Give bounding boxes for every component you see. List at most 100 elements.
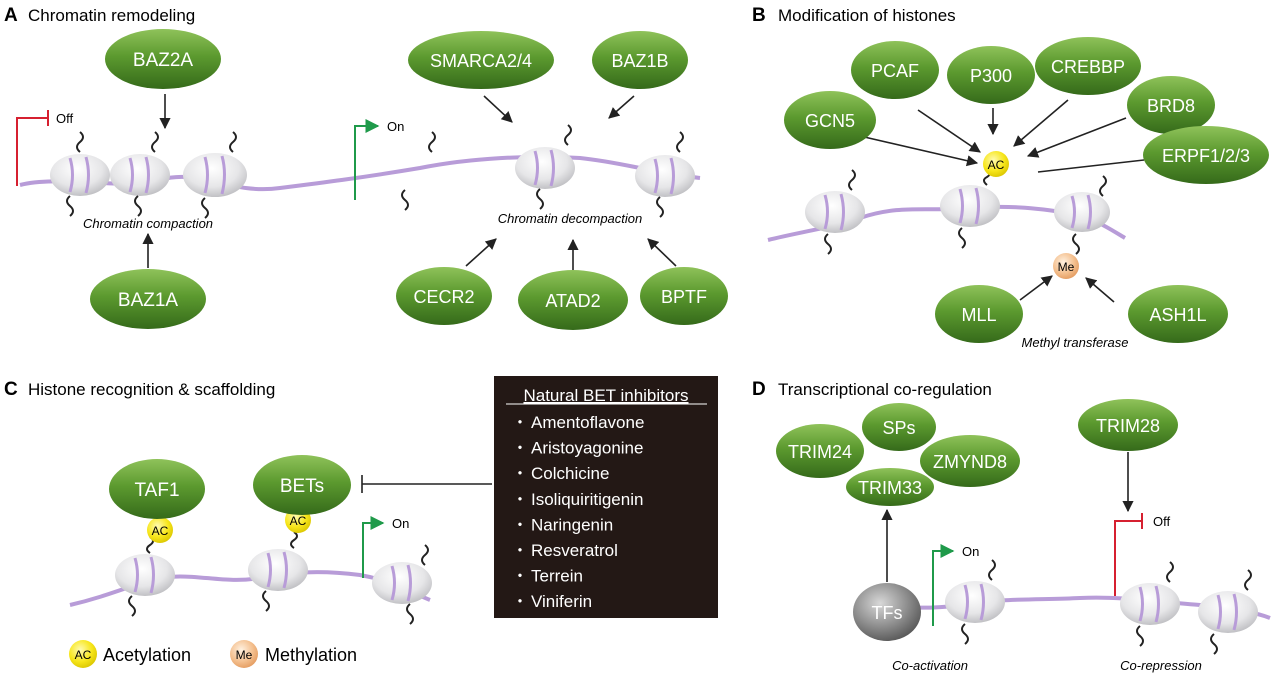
on-promoter xyxy=(932,544,955,626)
nucleosome xyxy=(1198,569,1258,655)
nucleosome xyxy=(805,169,865,255)
protein-smarca: SMARCA2/4 xyxy=(408,31,554,89)
methyl-badge-label: Me xyxy=(1058,260,1075,274)
arrow xyxy=(1085,277,1115,303)
protein-bets: BETs xyxy=(253,455,351,515)
corepression-label: Co-repression xyxy=(1120,658,1202,673)
acetyl-badge: AC xyxy=(147,517,173,543)
bet-inhibitor-bullet: ・ xyxy=(512,441,528,458)
nucleosome xyxy=(248,531,308,612)
bet-inhibitor-item: Terrein xyxy=(531,567,583,586)
on-label: On xyxy=(392,516,409,531)
panel-d-letter: D xyxy=(752,379,766,400)
nucleosome xyxy=(1120,561,1180,647)
protein-baz1b-label: BAZ1B xyxy=(611,51,668,71)
panel-b-letter: B xyxy=(752,5,766,26)
bet-inhibitor-bullet: ・ xyxy=(512,415,528,432)
protein-baz1a-label: BAZ1A xyxy=(118,290,179,311)
bet-inhibitor-item: Aristoyagonine xyxy=(531,439,643,458)
legend-me-badge: Me xyxy=(236,648,253,662)
protein-pcaf: PCAF xyxy=(851,41,939,99)
on-label: On xyxy=(962,544,979,559)
protein-bptf-label: BPTF xyxy=(661,287,707,307)
coactivation-label: Co-activation xyxy=(892,658,968,673)
protein-gcn5: GCN5 xyxy=(784,91,876,149)
compaction-label: Chromatin compaction xyxy=(83,216,213,231)
panel-c: C Histone recognition & scaffolding On A… xyxy=(4,376,718,625)
protein-ash1l: ASH1L xyxy=(1128,285,1228,343)
bet-inhibitor-item: Colchicine xyxy=(531,464,609,483)
nucleosome xyxy=(110,131,170,217)
protein-ash1l-label: ASH1L xyxy=(1149,305,1206,325)
off-label: Off xyxy=(1153,514,1170,529)
protein-baz1b: BAZ1B xyxy=(592,31,688,89)
transcription-factors: TFs xyxy=(853,583,921,641)
panel-b-title: Modification of histones xyxy=(778,6,956,25)
legend-ac-badge: AC xyxy=(75,648,92,662)
nucleosome xyxy=(1054,175,1110,255)
panel-d: D Transcriptional co-regulation TFs xyxy=(752,379,1271,673)
protein-zmynd8: ZMYND8 xyxy=(920,435,1020,487)
bet-inhibitor-bullet: ・ xyxy=(512,594,528,611)
protein-crebbp: CREBBP xyxy=(1035,37,1141,95)
protein-trim28-label: TRIM28 xyxy=(1096,416,1160,436)
tfs-label: TFs xyxy=(872,603,903,623)
bet-inhibitors-list: ・Amentoflavone・Aristoyagonine・Colchicine… xyxy=(512,413,644,611)
panel-b: B Modification of histones AC xyxy=(752,5,1269,350)
protein-cecr2: CECR2 xyxy=(396,267,492,325)
protein-pcaf-label: PCAF xyxy=(871,61,919,81)
bet-inhibitor-item: Resveratrol xyxy=(531,541,618,560)
acetyl-badge-label: AC xyxy=(290,514,307,528)
on-promoter xyxy=(362,516,385,578)
protein-erpf: ERPF1/2/3 xyxy=(1143,126,1269,184)
nucleosome xyxy=(401,131,436,211)
acetyl-badge-label: AC xyxy=(152,524,169,538)
protein-mll: MLL xyxy=(935,285,1023,343)
protein-trim33-label: TRIM33 xyxy=(858,478,922,498)
off-promoter xyxy=(16,117,48,186)
on-label: On xyxy=(387,119,404,134)
legend-ac-label: Acetylation xyxy=(103,645,191,665)
protein-erpf-label: ERPF1/2/3 xyxy=(1162,146,1250,166)
protein-p300: P300 xyxy=(947,46,1035,104)
arrow xyxy=(608,95,635,119)
protein-taf1: TAF1 xyxy=(109,459,205,519)
nucleosome xyxy=(940,168,1000,249)
nucleosome xyxy=(945,559,1005,645)
protein-crebbp-label: CREBBP xyxy=(1051,57,1125,77)
legend-me-label: Methylation xyxy=(265,645,357,665)
protein-sps-label: SPs xyxy=(882,418,915,438)
nucleosome xyxy=(635,131,695,218)
line xyxy=(1037,159,1145,173)
arrow xyxy=(859,135,979,167)
bet-inhibitor-item: Isoliquiritigenin xyxy=(531,490,643,509)
panel-c-letter: C xyxy=(4,379,18,400)
bet-inhibitor-bullet: ・ xyxy=(512,569,528,586)
on-promoter xyxy=(354,119,380,200)
protein-brd8: BRD8 xyxy=(1127,76,1215,134)
legend-acetylation: AC Acetylation xyxy=(69,640,191,668)
arrow xyxy=(917,109,981,153)
bet-inhibitors-title: Natural BET inhibitors xyxy=(523,386,688,405)
bet-inhibitor-bullet: ・ xyxy=(512,466,528,483)
bet-inhibitor-item: Viniferin xyxy=(531,592,592,611)
protein-smarca-label: SMARCA2/4 xyxy=(430,51,532,71)
methyl-badge: Me xyxy=(1053,253,1079,279)
protein-cecr2-label: CECR2 xyxy=(413,287,474,307)
legend-methylation: Me Methylation xyxy=(230,640,357,668)
protein-bptf: BPTF xyxy=(640,267,728,325)
protein-baz2a: BAZ2A xyxy=(105,29,221,89)
bet-inhibitor-item: Naringenin xyxy=(531,515,613,534)
protein-baz1a: BAZ1A xyxy=(90,269,206,329)
bet-inhibitor-item: Amentoflavone xyxy=(531,413,644,432)
nucleosome xyxy=(115,536,175,617)
arrow xyxy=(1026,117,1127,158)
bet-inhibitor-bullet: ・ xyxy=(512,517,528,534)
bet-inhibitor-bullet: ・ xyxy=(512,492,528,509)
nucleosome xyxy=(50,131,110,217)
protein-atad2: ATAD2 xyxy=(518,270,628,330)
protein-sps: SPs xyxy=(862,403,936,451)
protein-bets-label: BETs xyxy=(280,476,324,497)
off-promoter xyxy=(1114,520,1142,596)
